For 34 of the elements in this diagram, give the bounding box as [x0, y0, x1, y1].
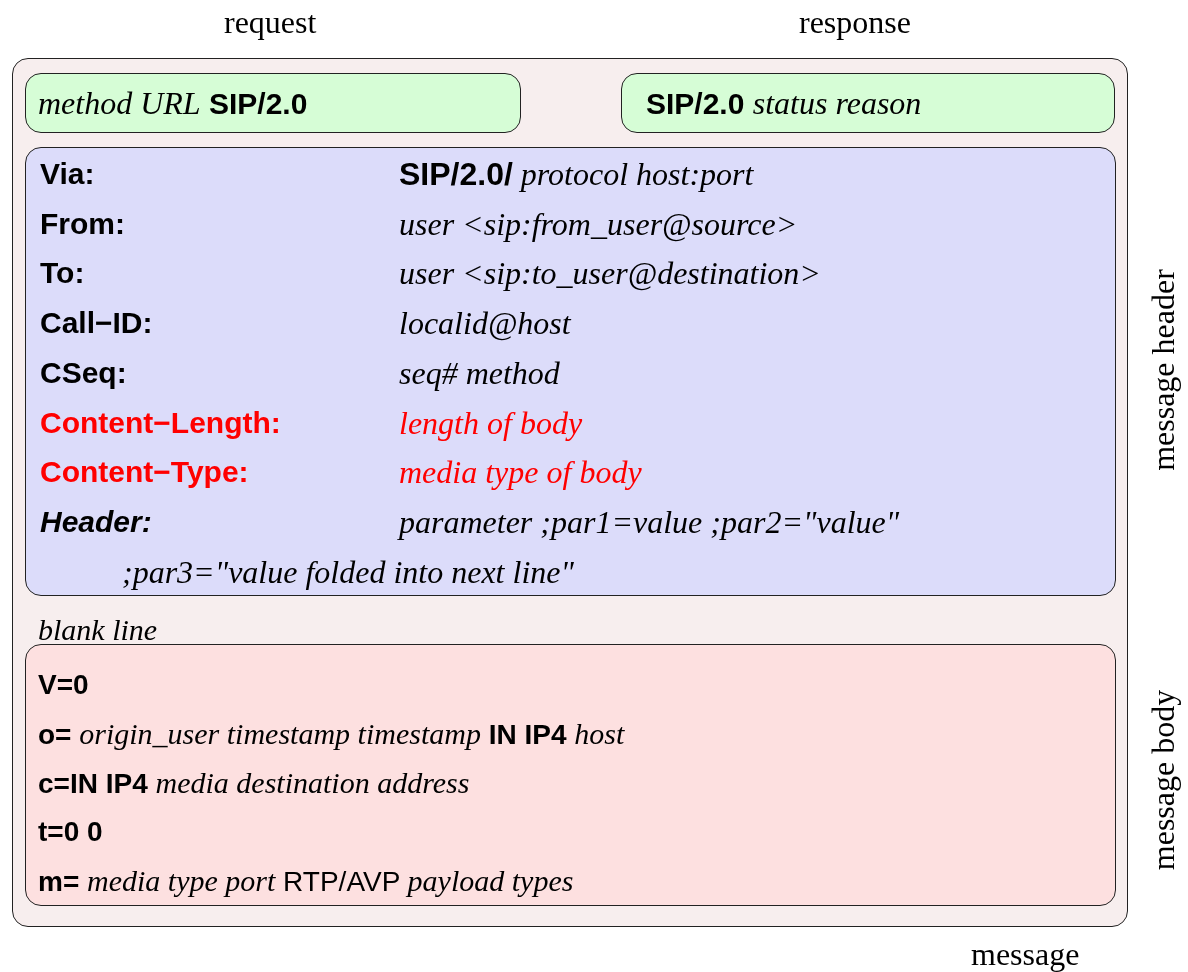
header-field-name: Via: — [40, 156, 95, 192]
header-field-value: localid@host — [399, 305, 571, 342]
header-field-value: ;par3="value folded into next line" — [122, 553, 574, 590]
header-box — [25, 147, 1116, 596]
section-caption: message body — [1145, 689, 1182, 871]
header-field-value: media type of body — [399, 454, 642, 491]
request-line-box — [25, 73, 521, 133]
header-field-name: Content−Type: — [40, 454, 249, 491]
header-field-value: user <sip:to_user@destination> — [399, 255, 821, 292]
sdp-line: c=IN IP4 media destination address — [38, 765, 470, 801]
header-field-name: Content−Length: — [40, 404, 281, 441]
header-field-value: parameter ;par1=value ;par2="value" — [399, 503, 900, 540]
section-caption: request — [224, 4, 317, 40]
request-line-text: method URL SIP/2.0 — [38, 85, 308, 122]
body-box — [25, 644, 1116, 906]
header-field-name: From: — [40, 205, 125, 242]
header-field-name: To: — [40, 255, 85, 292]
message-caption: message — [971, 936, 1080, 972]
sdp-line: t=0 0 — [38, 815, 103, 849]
sdp-line: o= origin_user timestamp timestamp IN IP4 host — [38, 716, 625, 752]
header-field-name: CSeq: — [40, 354, 127, 391]
sdp-line: m= media type port RTP/AVP payload types — [38, 863, 574, 899]
section-caption: message header — [1144, 269, 1181, 471]
status-line-box — [621, 73, 1115, 133]
header-field-value: user <sip:from_user@source> — [399, 205, 798, 242]
header-field-name: Header: — [40, 503, 152, 540]
section-caption: response — [799, 4, 911, 40]
header-field-value: seq# method — [399, 354, 560, 391]
header-field-name: Call−ID: — [40, 305, 153, 342]
header-field-value: length of body — [399, 404, 583, 441]
header-field-value: SIP/2.0/ protocol host:port — [399, 156, 754, 192]
blank-line-note: blank line — [38, 612, 158, 648]
sdp-line: V=0 — [38, 668, 89, 702]
status-line-text: SIP/2.0 status reason — [646, 85, 922, 122]
